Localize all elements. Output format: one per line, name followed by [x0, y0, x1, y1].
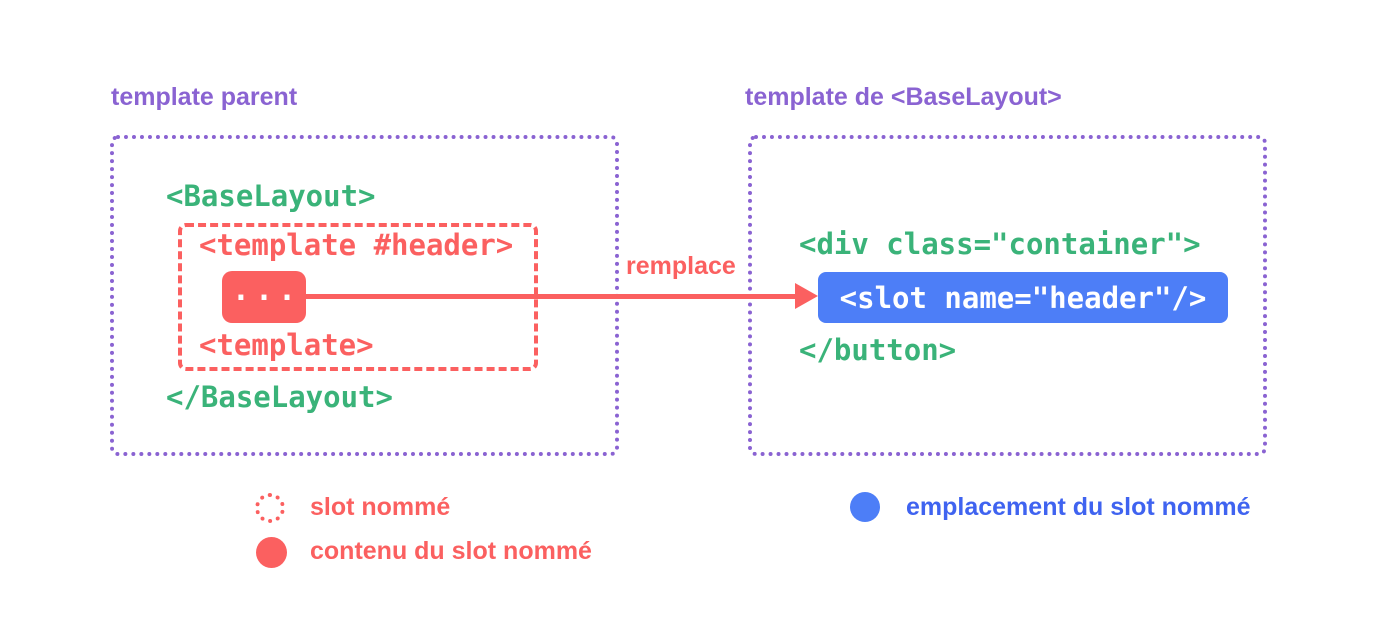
left-panel-title: template parent — [111, 83, 298, 111]
code-baselayout-close: </BaseLayout> — [166, 380, 393, 414]
code-button-close: </button> — [799, 333, 957, 367]
code-div-container-open: <div class="container"> — [799, 227, 1201, 261]
slot-content-chip: ... — [222, 271, 306, 323]
code-template-open: <template #header> — [199, 228, 514, 262]
legend-label-slot-content: contenu du slot nommé — [310, 537, 592, 565]
solid-red-circle-icon — [256, 537, 287, 568]
code-baselayout-open: <BaseLayout> — [166, 179, 376, 213]
slot-placeholder-chip: <slot name="header"/> — [818, 272, 1228, 323]
replace-arrow-line — [303, 294, 797, 299]
dashed-red-circle-icon — [255, 493, 285, 523]
solid-blue-circle-icon — [850, 492, 880, 522]
replace-arrow-label: remplace — [626, 252, 736, 280]
right-panel-title: template de <BaseLayout> — [745, 83, 1062, 111]
slot-content-dots: ... — [231, 272, 302, 308]
replace-arrow-head-icon — [795, 283, 818, 309]
code-template-close: <template> — [199, 328, 374, 362]
legend-label-named-slot: slot nommé — [310, 493, 451, 521]
legend-label-slot-placement: emplacement du slot nommé — [906, 493, 1251, 521]
slot-placeholder-code: <slot name="header"/> — [839, 280, 1207, 315]
